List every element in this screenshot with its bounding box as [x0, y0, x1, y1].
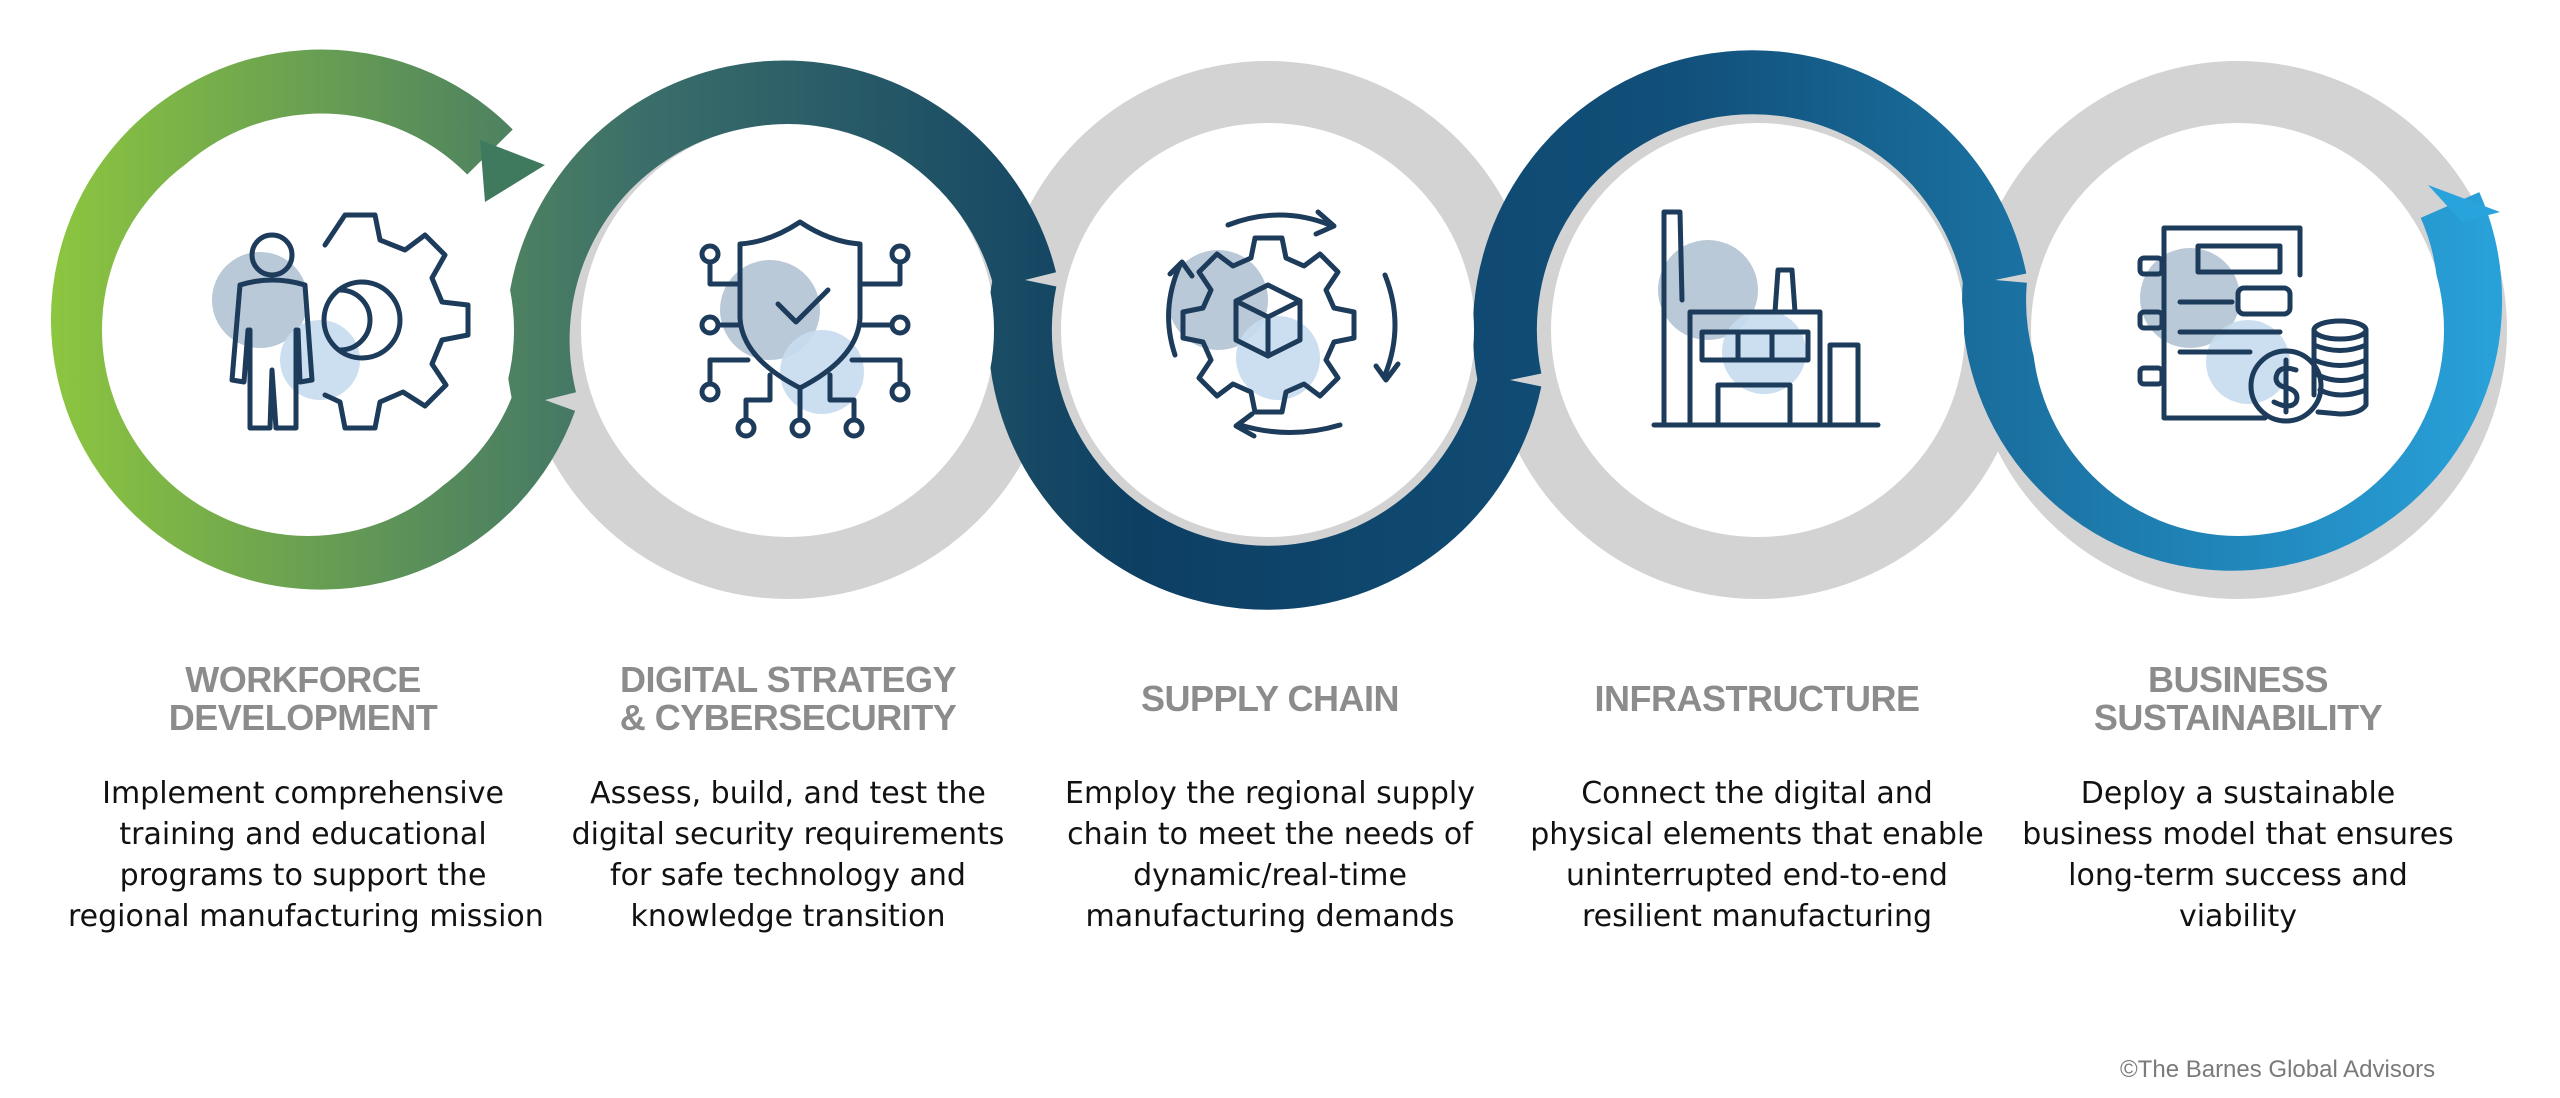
- pillar-title-line: BUSINESS: [2147, 659, 2329, 700]
- pillar-title-line: SUPPLY CHAIN: [1140, 678, 1400, 719]
- ribbon-arc-5: [1962, 192, 2503, 571]
- worker-gear-icon: [212, 212, 471, 431]
- pillar-description: Deploy a sustainable business model that…: [2003, 773, 2473, 937]
- ribbon-arc-2: [505, 60, 1057, 408]
- pillar-title: DIGITAL STRATEGY & CYBERSECURITY: [620, 661, 957, 737]
- ribbon-arrowhead-end: [2428, 185, 2500, 222]
- pillar-title-line: WORKFORCE: [185, 659, 421, 700]
- gear-cube-cycle-icon: [1166, 209, 1401, 439]
- pillar-business-sustainability: BUSINESS SUSTAINABILITY Deploy a sustain…: [2003, 661, 2473, 937]
- copyright-notice: ©The Barnes Global Advisors: [2120, 1056, 2436, 1083]
- pillar-title: INFRASTRUCTURE: [1595, 680, 1920, 718]
- ribbon-arc-3: [987, 273, 1542, 610]
- pillar-description-line: resilient manufacturing: [1581, 899, 1933, 934]
- pillar-title: BUSINESS SUSTAINABILITY: [2093, 659, 2383, 738]
- pillar-description-line: long-term success and: [2068, 858, 2408, 893]
- pillar-description: Connect the digital and physical element…: [1522, 773, 1992, 937]
- ribbon-arrowhead-start: [480, 140, 545, 202]
- pillar-description-line: Deploy a sustainable: [2080, 776, 2396, 811]
- ribbon-arc-4: [1472, 50, 2027, 387]
- gradient-ribbon: [51, 49, 2503, 610]
- pillar-title-line: DIGITAL STRATEGY: [619, 659, 957, 700]
- shield-circuit-icon: [699, 219, 911, 439]
- document-coins-icon: [2137, 225, 2369, 424]
- pillar-description-line: regional manufacturing mission: [68, 899, 544, 934]
- pillar-description: Employ the regional supply chain to meet…: [1035, 773, 1505, 937]
- pillar-title-line: INFRASTRUCTURE: [1594, 678, 1920, 719]
- pillar-description-line: physical elements that enable: [1530, 817, 1984, 852]
- pillar-description: Implement comprehensive training and edu…: [68, 773, 544, 937]
- pillar-description-line: chain to meet the needs of: [1067, 817, 1473, 852]
- pillar-description-line: manufacturing demands: [1085, 899, 1455, 934]
- pillar-description-line: dynamic/real-time: [1133, 858, 1407, 893]
- pillar-supply-chain: SUPPLY CHAIN Employ the regional supply …: [1035, 661, 1505, 937]
- pillar-title-line: SUSTAINABILITY: [2093, 697, 2383, 738]
- pillar-description-line: Employ the regional supply: [1065, 776, 1475, 811]
- pillar-digital-strategy: DIGITAL STRATEGY & CYBERSECURITY Assess,…: [553, 661, 1023, 937]
- pillar-description-line: Assess, build, and test the: [590, 776, 986, 811]
- pillar-description-line: for safe technology and: [610, 858, 966, 893]
- factory-icon: [1651, 209, 1881, 428]
- pillar-title-line: DEVELOPMENT: [168, 697, 438, 738]
- pillar-description-line: uninterrupted end-to-end: [1566, 858, 1948, 893]
- pillar-title: SUPPLY CHAIN: [1140, 678, 1400, 719]
- pillar-description-line: training and educational: [119, 817, 487, 852]
- pillar-ribbon-diagram: [51, 49, 2507, 610]
- pillar-description-line: business model that ensures: [2022, 817, 2454, 852]
- pillar-description-line: Implement comprehensive: [102, 776, 504, 811]
- pillar-description-line: programs to support the: [119, 858, 487, 893]
- pillar-description-line: viability: [2178, 899, 2298, 934]
- pillar-description-line: digital security requirements: [571, 817, 1005, 852]
- ribbon-arc-1: [51, 49, 576, 590]
- pillar-title: WORKFORCE DEVELOPMENT: [169, 661, 438, 737]
- pillar-description-line: Connect the digital and: [1581, 776, 1933, 811]
- pillar-description-line: knowledge transition: [630, 899, 946, 934]
- pillar-infrastructure: INFRASTRUCTURE Connect the digital and p…: [1522, 661, 1992, 937]
- pillar-description: Assess, build, and test the digital secu…: [553, 773, 1023, 937]
- pillar-title-line: & CYBERSECURITY: [619, 697, 957, 738]
- pillar-workforce: WORKFORCE DEVELOPMENT Implement comprehe…: [68, 661, 544, 937]
